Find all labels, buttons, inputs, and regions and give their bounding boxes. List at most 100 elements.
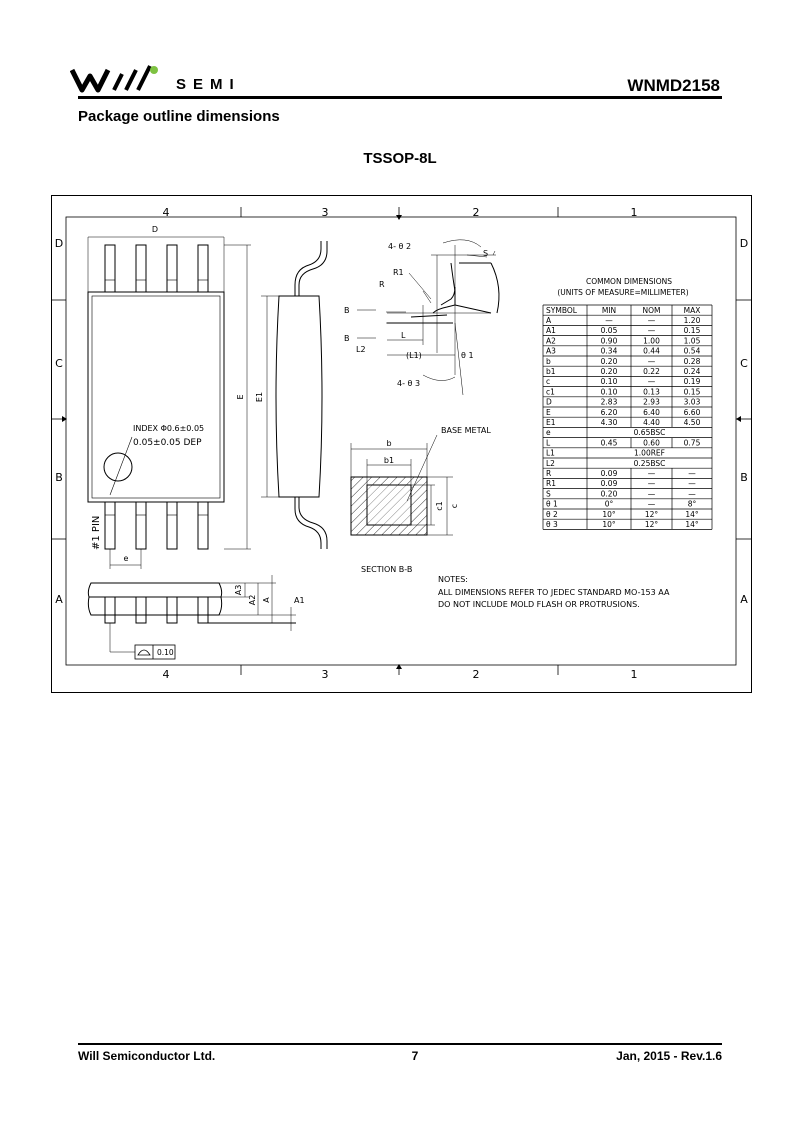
dim-label-R1: R1 [393, 268, 404, 277]
dim-label-A2: A2 [248, 595, 257, 606]
zone-col-bottom-1: 1 [631, 668, 638, 681]
table-value-cell: — [688, 489, 696, 498]
table-header-cell: MIN [602, 306, 616, 315]
table-value-cell: 12° [645, 510, 659, 519]
table-value-cell: — [648, 489, 656, 498]
dim-label-R: R [379, 280, 385, 289]
zone-col-top-2: 2 [473, 206, 480, 219]
company-logo [70, 65, 158, 93]
table-value-cell: 0° [605, 500, 614, 509]
table-value-cell: 1.20 [684, 316, 701, 325]
table-value-cell: — [648, 500, 656, 509]
table-value-cell: 0.05 [601, 326, 618, 335]
table-value-cell: 4.50 [684, 418, 701, 427]
table-value-cell: 0.09 [601, 469, 618, 478]
dim-label-A1: A1 [294, 596, 305, 605]
table-title: COMMON DIMENSIONS [586, 277, 672, 286]
table-value-cell: — [648, 479, 656, 488]
zone-row-left-C: C [55, 357, 63, 370]
index-note: INDEX Φ0.6±0.05 [133, 424, 204, 433]
table-value-cell: 0.34 [601, 347, 618, 356]
table-header-cell: NOM [643, 306, 661, 315]
zone-row-left-D: D [55, 237, 63, 250]
base-metal-label: BASE METAL [441, 426, 491, 435]
zone-row-left-B: B [55, 471, 63, 484]
table-value-cell: 3.03 [684, 398, 701, 407]
zone-col-bottom-2: 2 [473, 668, 480, 681]
table-value-cell: — [648, 357, 656, 366]
table-value-cell: 0.15 [684, 387, 701, 396]
notes-title: NOTES: [438, 575, 468, 584]
table-value-cell: — [648, 377, 656, 386]
table-value-cell: 12° [645, 520, 659, 529]
part-number: WNMD2158 [627, 76, 720, 95]
table-value-cell: 0.19 [684, 377, 701, 386]
table-symbol-cell: L [546, 438, 551, 447]
section-b-b [350, 434, 453, 536]
section-label: SECTION B-B [361, 565, 412, 574]
table-value-cell: 0.90 [601, 336, 618, 345]
header-rule [78, 96, 722, 99]
table-symbol-cell: L2 [546, 459, 555, 468]
theta2-label: 4- θ 2 [388, 242, 411, 251]
package-outline-drawing: 4 3 2 1 4 3 2 1 D C B A D C B A [51, 195, 752, 693]
table-header-cell: SYMBOL [546, 306, 578, 315]
dim-label-A: A [262, 597, 271, 603]
table-value-cell: 2.83 [601, 398, 618, 407]
side-view [261, 241, 328, 549]
dimensions-table: COMMON DIMENSIONS (UNITS OF MEASURE=MILL… [542, 277, 713, 530]
table-value-cell: 1.00REF [634, 449, 665, 458]
table-value-cell: 6.60 [684, 408, 701, 417]
index-depth: 0.05±0.05 DEP [133, 438, 202, 448]
table-value-cell: 0.24 [684, 367, 701, 376]
dim-label-e: e [124, 554, 129, 563]
section-mark-B-bottom: B [344, 334, 350, 343]
dim-label-S: S [483, 249, 488, 258]
dim-label-D: D [152, 225, 158, 234]
table-value-cell: 0.22 [643, 367, 660, 376]
table-symbol-cell: A [546, 316, 552, 325]
dim-label-L2: L2 [356, 345, 366, 354]
table-symbol-cell: θ 2 [546, 510, 558, 519]
table-value-cell: — [688, 479, 696, 488]
zone-row-right-B: B [740, 471, 748, 484]
table-value-cell: 0.20 [601, 357, 618, 366]
table-value-cell: 2.93 [643, 398, 660, 407]
notes-line-1: ALL DIMENSIONS REFER TO JEDEC STANDARD M… [438, 588, 670, 597]
table-symbol-cell: R1 [546, 479, 556, 488]
zone-row-right-D: D [740, 237, 748, 250]
table-value-cell: 14° [685, 520, 699, 529]
pin1-label: #1 PIN [91, 516, 102, 550]
table-value-cell: — [605, 316, 613, 325]
table-symbol-cell: E1 [546, 418, 556, 427]
table-symbol-cell: A2 [546, 336, 556, 345]
table-symbol-cell: θ 3 [546, 520, 558, 529]
page-number: 7 [411, 1049, 419, 1063]
table-symbol-cell: e [546, 428, 551, 437]
dim-label-b1: b1 [384, 456, 394, 465]
table-value-cell: 0.10 [601, 387, 618, 396]
section-mark-B-top: B [344, 306, 350, 315]
logo-wordmark: SEMI [176, 76, 241, 93]
notes-line-2: DO NOT INCLUDE MOLD FLASH OR PROTRUSIONS… [438, 600, 640, 609]
table-value-cell: — [648, 316, 656, 325]
table-symbol-cell: A1 [546, 326, 556, 335]
dim-label-E1: E1 [255, 392, 264, 402]
lead-detail [357, 239, 500, 396]
footer-rule [78, 1043, 722, 1045]
dim-label-b: b [386, 439, 391, 448]
table-value-cell: 0.15 [684, 326, 701, 335]
zone-row-right-C: C [740, 357, 748, 370]
table-symbol-cell: b1 [546, 367, 556, 376]
table-header-cell: MAX [684, 306, 701, 315]
dim-label-E: E [236, 394, 245, 399]
table-value-cell: 0.20 [601, 489, 618, 498]
table-value-cell: 0.75 [684, 438, 701, 447]
zone-col-bottom-3: 3 [322, 668, 329, 681]
table-symbol-cell: c1 [546, 387, 555, 396]
table-symbol-cell: b [546, 357, 551, 366]
table-value-cell: — [648, 326, 656, 335]
section-title: Package outline dimensions [78, 108, 280, 125]
table-symbol-cell: E [546, 408, 551, 417]
table-value-cell: 6.20 [601, 408, 618, 417]
